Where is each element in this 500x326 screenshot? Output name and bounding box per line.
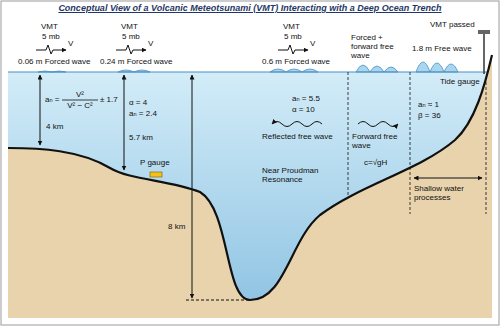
tide-gauge-symbol: [478, 30, 490, 74]
gauge-label: Tide gauge: [440, 77, 480, 86]
pressure-label: 5 mb: [122, 32, 140, 41]
gauge-label: P gauge: [140, 158, 170, 167]
zone-dividers: [348, 72, 486, 214]
amplification-label: aₙ ≈ 1: [418, 100, 439, 109]
free-wave-arrows: [272, 122, 398, 127]
pressure-gauge: [150, 172, 162, 177]
alpha-label: α = 4: [129, 98, 147, 107]
vmt-label: VMT: [41, 22, 58, 31]
speed-label: V: [148, 39, 153, 48]
wave-height-label: 0.24 m Forced wave: [100, 57, 172, 66]
beta-label: β = 36: [418, 111, 441, 120]
wave-label: Reflected free wave: [262, 132, 333, 141]
vmt-label: VMT: [283, 22, 300, 31]
celerity-label: c=√gH: [364, 158, 387, 167]
seabed: [8, 55, 492, 318]
wave-height-label: 0.6 m Forced wave: [262, 57, 330, 66]
pressure-label: 5 mb: [284, 32, 302, 41]
shallow-zone-arrow: [414, 178, 482, 179]
resonance-label: Near Proudman Resonance: [262, 166, 334, 184]
depth-label: 5.7 km: [129, 133, 153, 142]
depth-label: 8 km: [168, 222, 185, 231]
formula-part: V²: [76, 90, 84, 99]
sea-surface: [8, 72, 492, 73]
zone-label: Shallow water processes: [414, 184, 480, 202]
pressure-jump-symbols: [36, 45, 308, 54]
wave-height-label: 1.8 m Free wave: [412, 44, 472, 53]
formula-part: ± 1.7: [100, 95, 118, 104]
depth-arrows: [40, 75, 250, 300]
speed-label: V: [310, 39, 315, 48]
fraction-bar: [62, 100, 98, 101]
wave-label: Forward free wave: [352, 132, 408, 150]
diagram-title: Conceptual View of a Volcanic Meteotsuna…: [0, 3, 500, 13]
formula-part: aₙ =: [45, 95, 60, 104]
vmt-label: VMT passed: [430, 20, 475, 29]
amplification-label: aₙ = 2.4: [129, 109, 157, 118]
seafloor-profile: [8, 55, 492, 300]
amplification-label: aₙ = 5.5: [292, 94, 320, 103]
wave-label: Forced + forward free wave: [351, 33, 409, 61]
formula-part: V² − C²: [67, 101, 93, 110]
vmt-label: VMT: [121, 22, 138, 31]
alpha-label: α = 10: [292, 105, 315, 114]
pressure-label: 5 mb: [42, 32, 60, 41]
speed-label: V: [68, 39, 73, 48]
depth-label: 4 km: [46, 122, 63, 131]
wave-height-label: 0.06 m Forced wave: [18, 57, 90, 66]
